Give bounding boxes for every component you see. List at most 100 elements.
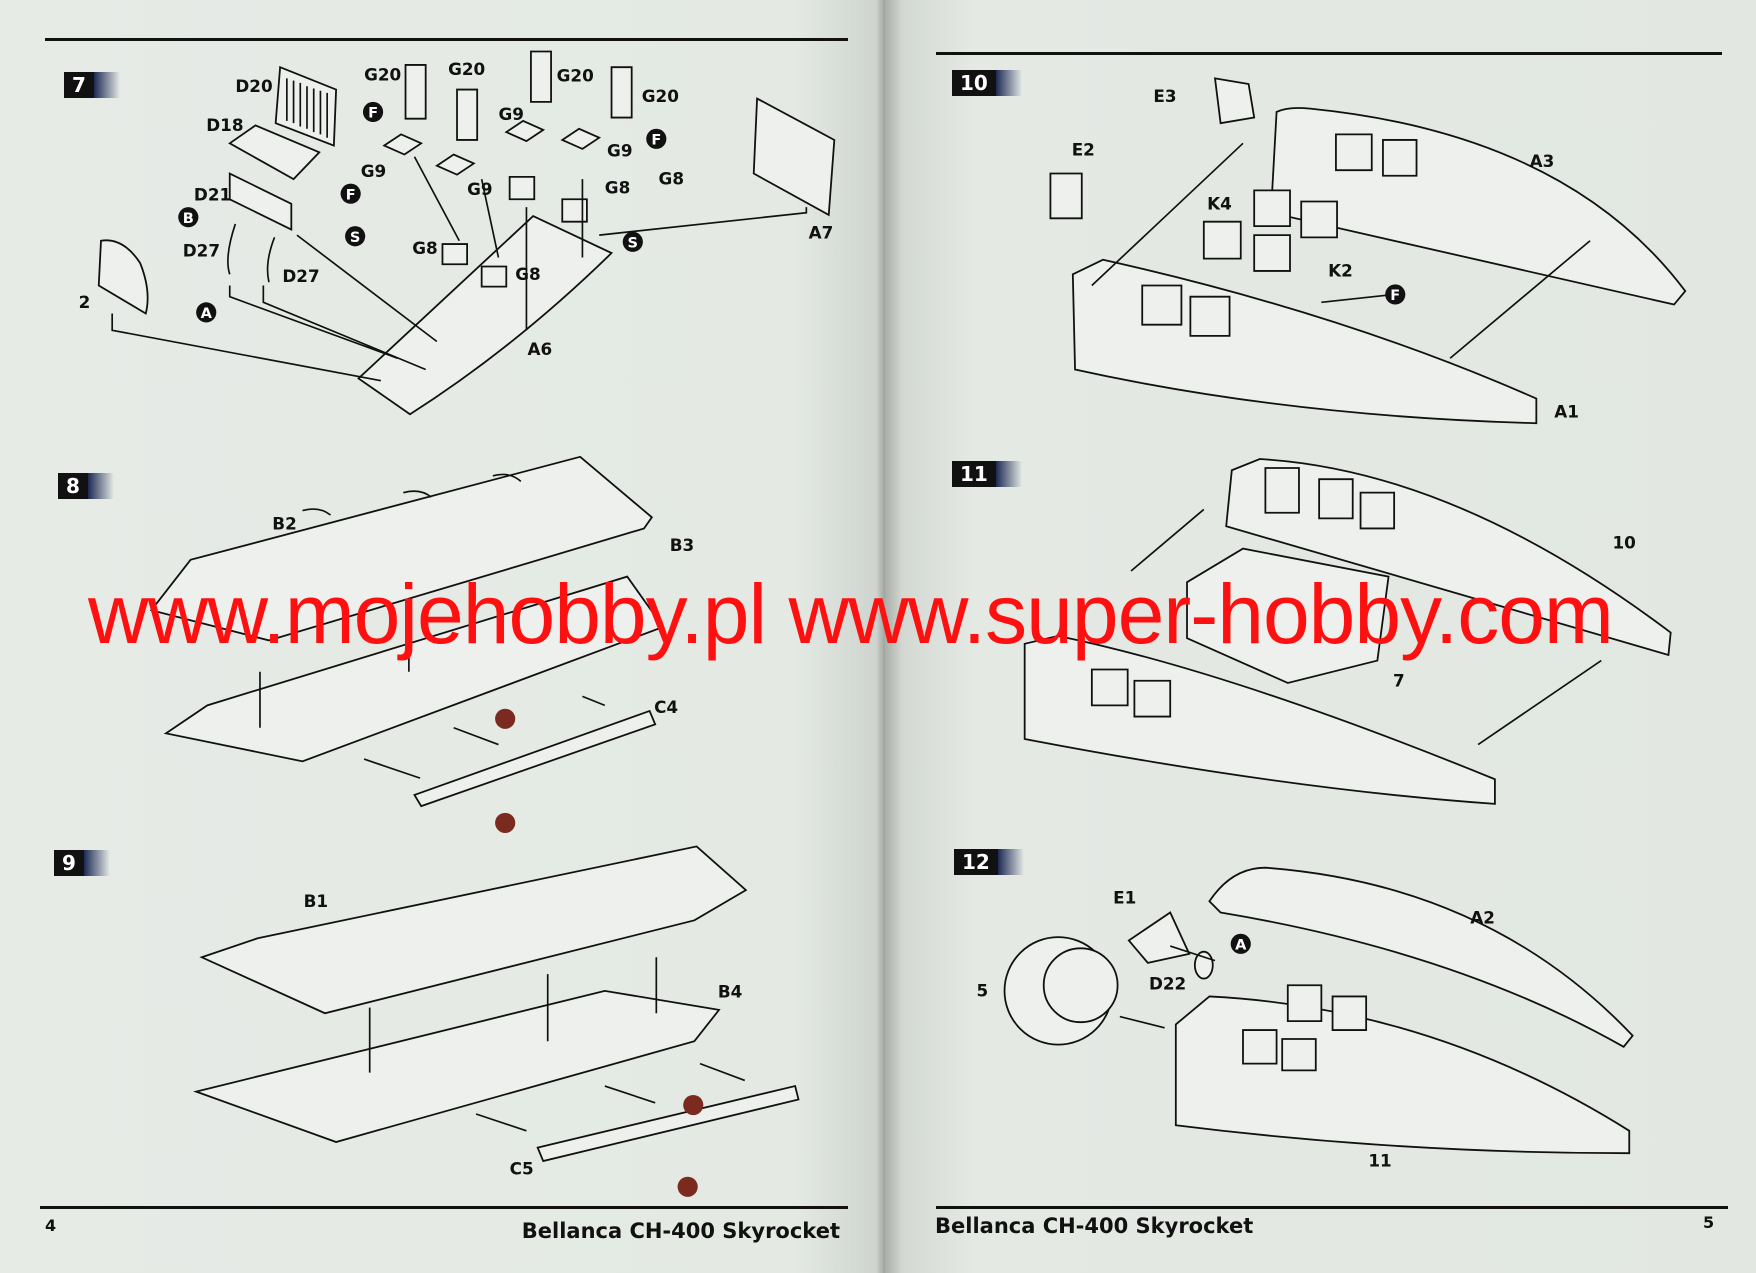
marker-circle bbox=[178, 207, 199, 228]
part-label: E3 bbox=[1153, 86, 1176, 106]
part-d18 bbox=[228, 124, 321, 181]
step-10-badge: 10 bbox=[952, 70, 1022, 96]
part-label: B2 bbox=[272, 514, 296, 534]
part-a1-fuselage-lower bbox=[1174, 995, 1631, 1155]
right-footer-rule bbox=[936, 1206, 1728, 1209]
part-2-bulkhead bbox=[97, 239, 149, 315]
part-b2-upper-wing bbox=[149, 455, 654, 642]
marker-circle bbox=[646, 128, 667, 149]
part-b3-lower-wing bbox=[163, 575, 665, 763]
footer-title-left: Bellanca CH-400 Skyrocket bbox=[521, 1219, 840, 1243]
part-label: 10 bbox=[1612, 533, 1635, 553]
part-c5-aileron bbox=[536, 1084, 800, 1163]
marker-circle bbox=[1230, 933, 1251, 954]
step-12-badge: 12 bbox=[954, 849, 1024, 875]
part-label: D27 bbox=[282, 266, 319, 286]
left-footer-rule bbox=[40, 1206, 848, 1209]
step-number: 12 bbox=[954, 849, 998, 875]
part-label: D18 bbox=[206, 115, 243, 135]
part-label: G8 bbox=[412, 238, 437, 258]
part-label: A3 bbox=[1530, 151, 1555, 171]
part-label: D20 bbox=[235, 76, 272, 96]
marker-letter: S bbox=[350, 229, 360, 246]
page-number-left: 4 bbox=[45, 1216, 57, 1235]
part-label: B4 bbox=[718, 982, 742, 1002]
marker-letter: B bbox=[183, 210, 194, 227]
part-label: A6 bbox=[528, 339, 553, 359]
step-9-badge: 9 bbox=[54, 850, 110, 876]
watermark: www.mojehobby.pl www.super-hobby.com bbox=[88, 567, 1614, 661]
part-label: B1 bbox=[304, 891, 328, 911]
part-a2-fuselage-top bbox=[1208, 866, 1634, 1048]
step-7-badge: 7 bbox=[64, 72, 120, 98]
part-label: G20 bbox=[642, 86, 679, 106]
marker-letter: F bbox=[368, 105, 378, 122]
marker-circle bbox=[362, 101, 384, 123]
step-11-badge: 11 bbox=[952, 461, 1022, 487]
part-label: G20 bbox=[364, 65, 401, 85]
part-label: K4 bbox=[1207, 193, 1232, 213]
step-12-diagram bbox=[1003, 866, 1634, 1155]
part-a3-fuselage-half bbox=[1270, 107, 1687, 306]
marker-circle bbox=[196, 302, 217, 323]
step-8-badge: 8 bbox=[58, 473, 114, 499]
part-label: A7 bbox=[809, 222, 834, 242]
part-a6-floor bbox=[357, 215, 614, 416]
step-number: 7 bbox=[64, 72, 94, 98]
part-label: G9 bbox=[607, 141, 632, 161]
part-label: G20 bbox=[557, 66, 594, 86]
step-number: 11 bbox=[952, 461, 996, 487]
part-label: G9 bbox=[467, 179, 492, 199]
part-label: G20 bbox=[448, 59, 485, 79]
marker-circle bbox=[340, 183, 361, 204]
paint-marker bbox=[683, 1094, 704, 1116]
left-header-rule bbox=[45, 38, 848, 41]
part-label: G8 bbox=[659, 169, 684, 189]
part-label: D21 bbox=[194, 184, 231, 204]
step-number: 9 bbox=[54, 850, 84, 876]
part-label: G8 bbox=[515, 264, 540, 284]
paint-marker bbox=[677, 1176, 698, 1197]
step-number: 8 bbox=[58, 473, 88, 499]
marker-letter: F bbox=[346, 186, 356, 203]
marker-letter: A bbox=[1235, 936, 1247, 953]
part-label: B3 bbox=[670, 535, 694, 555]
part-label: E1 bbox=[1113, 888, 1136, 908]
part-b4-lower-wing bbox=[193, 989, 721, 1143]
part-label: K2 bbox=[1328, 261, 1353, 281]
marker-circle bbox=[1385, 284, 1406, 305]
part-b1-upper-wing bbox=[199, 845, 748, 1015]
part-label: D22 bbox=[1149, 974, 1186, 994]
part-label: G8 bbox=[605, 178, 630, 198]
part-label: G9 bbox=[498, 104, 523, 124]
part-a7-panel bbox=[752, 97, 836, 217]
step-9-diagram bbox=[193, 845, 800, 1163]
part-label: A2 bbox=[1470, 908, 1495, 928]
marker-circle bbox=[345, 226, 366, 247]
part-label: 7 bbox=[1393, 670, 1405, 690]
part-label: E2 bbox=[1072, 140, 1095, 160]
part-label: C5 bbox=[510, 1158, 534, 1178]
marker-letter: A bbox=[201, 305, 213, 322]
step-number: 10 bbox=[952, 70, 996, 96]
part-label: C4 bbox=[654, 697, 678, 717]
step-8-diagram bbox=[149, 455, 665, 808]
step-11-diagram bbox=[1023, 458, 1672, 805]
part-label: 5 bbox=[977, 980, 989, 1000]
part-label: 2 bbox=[79, 292, 91, 312]
marker-letter: F bbox=[1390, 287, 1400, 304]
marker-letter: S bbox=[628, 234, 638, 251]
part-label: D27 bbox=[183, 240, 220, 260]
part-a1-fuselage-side bbox=[1023, 635, 1496, 805]
marker-circle bbox=[622, 231, 643, 252]
step-7-diagram bbox=[97, 50, 836, 416]
part-label: A1 bbox=[1554, 402, 1579, 422]
page-number-right: 5 bbox=[1703, 1213, 1715, 1232]
part-label: G9 bbox=[361, 161, 386, 181]
part-d21 bbox=[228, 172, 293, 231]
part-e1-windscreen bbox=[1127, 911, 1191, 964]
part-label: 11 bbox=[1368, 1151, 1391, 1171]
part-c4-aileron bbox=[413, 709, 657, 808]
